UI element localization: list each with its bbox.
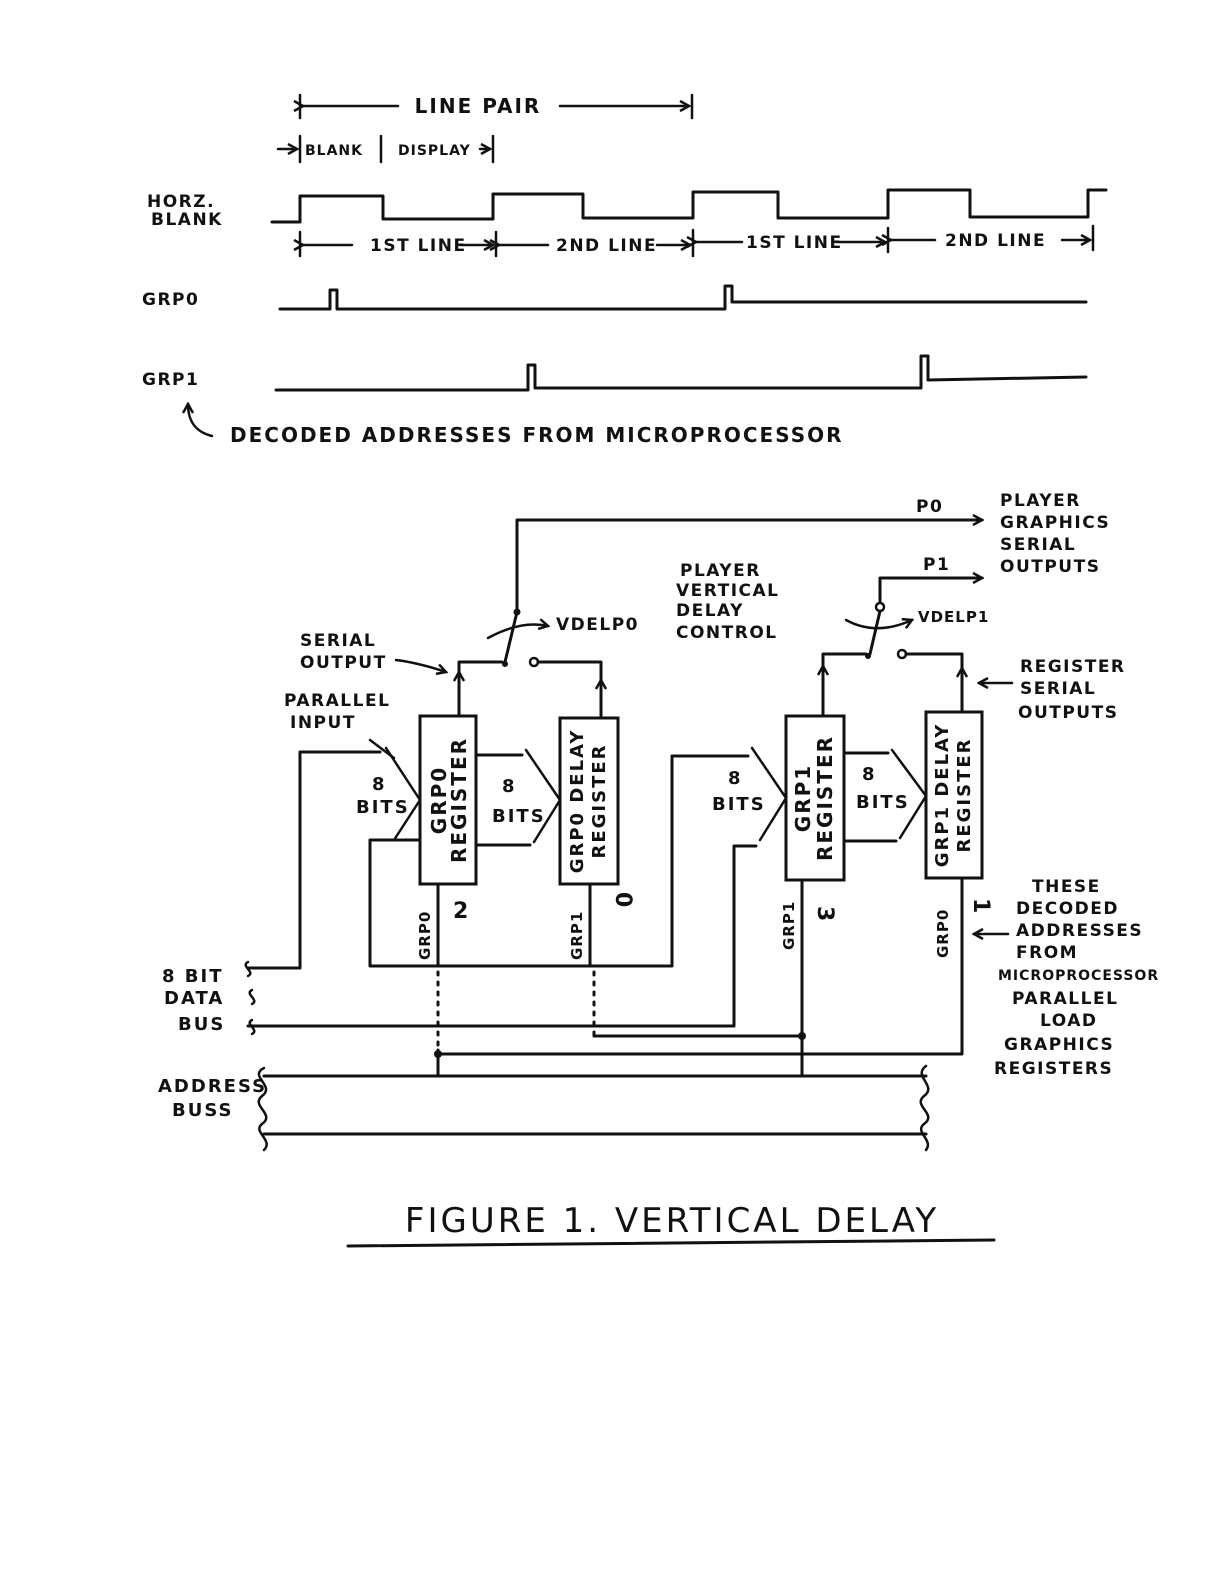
p0-output-wire xyxy=(515,520,982,614)
decoded-note-line3: ADDRESSES xyxy=(1016,921,1143,941)
decoded-note-line5: MICROPROCESSOR xyxy=(998,968,1159,984)
data-bus-line1: 8 BIT xyxy=(162,966,224,987)
player-outputs-line1: PLAYER xyxy=(1000,491,1081,511)
data-bus-to-grp1 xyxy=(246,844,758,1028)
blank-display-dimension: BLANK DISPLAY xyxy=(276,134,495,164)
grp1-register-sub: REGISTER xyxy=(813,735,837,861)
grp0-delay-addr-label: GRP1 xyxy=(568,911,586,960)
horz-blank-waveform xyxy=(270,188,1108,224)
vdel-control-line3: DELAY xyxy=(676,601,744,621)
grp1-timing-label: GRP1 xyxy=(142,370,199,390)
blank-label: BLANK xyxy=(305,143,363,159)
grp0-feedback-wire xyxy=(368,754,750,968)
grp0-register: GRP0 REGISTER xyxy=(418,714,478,886)
grp0-addr-label: GRP0 xyxy=(416,911,434,960)
bits-label-3: BITS xyxy=(712,794,766,815)
line-pair-label: LINE PAIR xyxy=(415,94,542,118)
reg-serial-line2: SERIAL xyxy=(1020,679,1096,699)
p1-output-wire xyxy=(878,578,982,607)
p0-label: P0 xyxy=(916,497,943,517)
bits-num-3: 8 xyxy=(728,768,743,789)
grp0-waveform xyxy=(278,284,1088,311)
display-label: DISPLAY xyxy=(398,143,471,159)
serial-output-line1: SERIAL xyxy=(300,631,376,651)
grp1-delay-register: GRP1 DELAY REGISTER xyxy=(924,710,984,880)
horz-blank-label-1: HORZ. xyxy=(147,192,215,212)
decoded-note-arrow xyxy=(188,404,214,438)
data-bus-line2: DATA xyxy=(164,988,224,1009)
decoded-note-line1: THESE xyxy=(1032,877,1101,897)
circuit-diagram: P0 P1 PLAYER GRAPHICS SERIAL OUTPUTS PLA… xyxy=(158,491,1159,1152)
bus-chevrons xyxy=(384,746,928,844)
grp0-delay-register: GRP0 DELAY REGISTER xyxy=(558,716,620,886)
player-outputs-line3: SERIAL xyxy=(1000,535,1076,555)
grp0-delay-register-sub: REGISTER xyxy=(589,743,610,858)
parallel-input-line2: INPUT xyxy=(290,713,356,733)
grp0-register-sub: REGISTER xyxy=(447,737,471,863)
player-outputs-line4: OUTPUTS xyxy=(1000,557,1100,577)
vdel-control-line2: VERTICAL xyxy=(676,581,779,601)
decoded-note-line8: GRAPHICS xyxy=(1004,1035,1114,1055)
player-outputs-line2: GRAPHICS xyxy=(1000,513,1110,533)
grp1-register-name: GRP1 xyxy=(791,764,815,832)
grp1-waveform xyxy=(274,354,1088,392)
data-bus-line3: BUS xyxy=(178,1014,225,1035)
line-label-1st-a: 1ST LINE xyxy=(370,236,467,256)
grp0-delay-register-name: GRP0 DELAY xyxy=(567,729,588,874)
decoded-note-line4: FROM xyxy=(1016,943,1078,963)
p1-label: P1 xyxy=(923,555,950,575)
grp1-delay-register-sub: REGISTER xyxy=(954,737,975,852)
line-label-1st-b: 1ST LINE xyxy=(746,233,843,253)
decoded-note-line9: REGISTERS xyxy=(994,1059,1113,1079)
line-labels-row: 1ST LINE 2ND LINE 1ST LINE 2ND LINE xyxy=(300,224,1095,258)
decoded-note-line7: LOAD xyxy=(1040,1011,1098,1031)
bits-num-2: 8 xyxy=(502,776,517,797)
decoded-note-line2: DECODED xyxy=(1016,899,1119,919)
bits-num-1: 8 xyxy=(372,774,387,795)
bits-num-4: 8 xyxy=(862,764,877,785)
grp0-timing-label: GRP0 xyxy=(142,290,199,310)
bits-label-2: BITS xyxy=(492,806,546,827)
reg-serial-line3: OUTPUTS xyxy=(1018,703,1118,723)
data-bus-to-grp0 xyxy=(246,750,382,970)
decoded-note-line6: PARALLEL xyxy=(1012,989,1118,1009)
grp0-register-name: GRP0 xyxy=(427,766,451,834)
vdel-control-line4: CONTROL xyxy=(676,623,778,643)
vdelp1-label: VDELP1 xyxy=(918,608,989,626)
bits-label-1: BITS xyxy=(356,797,410,818)
figure-caption: FIGURE 1. VERTICAL DELAY xyxy=(405,1201,939,1241)
line-label-2nd-a: 2ND LINE xyxy=(556,236,657,256)
grp0-number: 2 xyxy=(453,899,468,924)
address-bus-body xyxy=(262,1074,928,1136)
bits-label-4: BITS xyxy=(856,792,910,813)
caption-underline xyxy=(346,1238,996,1248)
line-pair-dimension: LINE PAIR xyxy=(300,93,694,120)
decoded-note-timing: DECODED ADDRESSES FROM MICROPROCESSOR xyxy=(230,423,844,447)
line-label-2nd-b: 2ND LINE xyxy=(945,231,1046,251)
serial-output-line2: OUTPUT xyxy=(300,653,387,673)
grp1-number: 3 xyxy=(812,906,837,921)
horz-blank-label-2: BLANK xyxy=(151,210,223,230)
grp1-addr-label: GRP1 xyxy=(780,901,798,950)
grp1-delay-register-name: GRP1 DELAY xyxy=(932,723,953,868)
grp0-delay-number: 0 xyxy=(610,892,635,907)
address-bus-line1: ADDRESS xyxy=(158,1076,267,1097)
vdelp0-label: VDELP0 xyxy=(556,615,639,635)
address-bus-line2: BUSS xyxy=(172,1100,233,1121)
grp1-delay-number: 1 xyxy=(968,898,993,913)
timing-diagram: LINE PAIR BLANK DISPLAY HORZ. BLANK 1ST … xyxy=(142,93,1108,447)
grp1-register: GRP1 REGISTER xyxy=(784,714,846,882)
reg-serial-line1: REGISTER xyxy=(1020,657,1126,677)
vdelp0-switch xyxy=(457,610,603,692)
grp1-delay-addr-label: GRP0 xyxy=(934,909,952,958)
vdel-control-line1: PLAYER xyxy=(680,561,761,581)
parallel-input-line1: PARALLEL xyxy=(284,691,390,711)
